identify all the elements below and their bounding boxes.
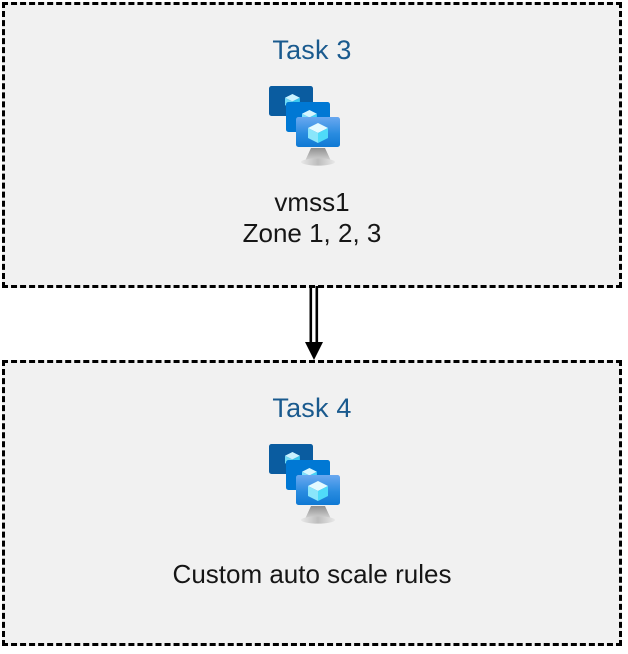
task4-caption: Custom auto scale rules <box>173 559 452 590</box>
task-box-task3[interactable]: Task 3 <box>2 2 622 288</box>
task3-caption-line-1: vmss1 <box>274 187 350 217</box>
task4-icon-wrapper <box>264 435 360 531</box>
task3-caption: vmss1 Zone 1, 2, 3 <box>243 187 382 249</box>
task-box-task4[interactable]: Task 4 <box>2 360 622 646</box>
vm-scale-set-icon <box>264 77 360 173</box>
task3-icon-wrapper <box>264 77 360 173</box>
vm-scale-set-icon <box>264 435 360 531</box>
task3-title: Task 3 <box>272 35 352 65</box>
task3-caption-line-2: Zone 1, 2, 3 <box>242 218 382 248</box>
task4-caption-line-1: Custom auto scale rules <box>172 559 452 589</box>
arrow-down-icon <box>300 286 328 362</box>
task4-title: Task 4 <box>272 393 352 423</box>
